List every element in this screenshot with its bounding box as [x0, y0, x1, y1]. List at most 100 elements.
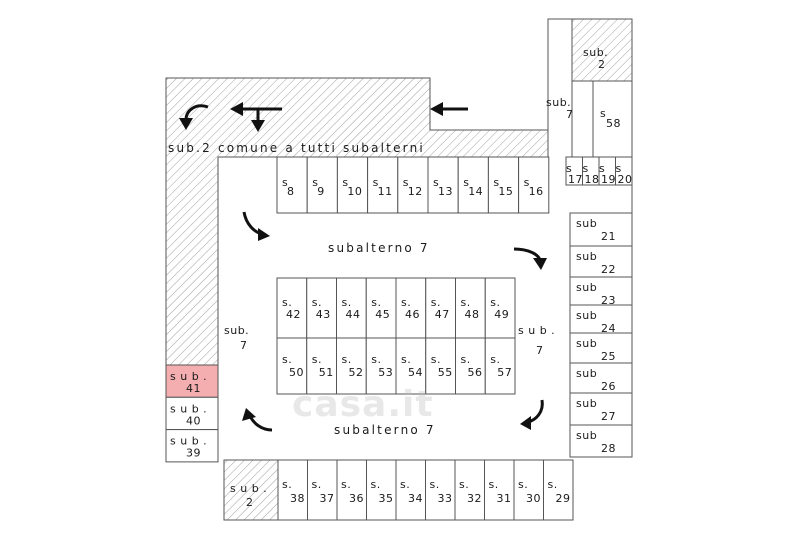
lot-9-number: 9 [317, 185, 325, 198]
lot-11-box [367, 156, 399, 214]
lot-38: s.38 [277, 459, 308, 521]
lot-47: s.47 [425, 277, 456, 339]
lot-23-number: 23 [601, 294, 616, 307]
sub7-top-line2: 7 [566, 108, 574, 121]
lot-27-number: 27 [601, 410, 616, 423]
arrow-left-icon [430, 102, 468, 116]
lot-9-box [306, 156, 338, 214]
area-labels: sub.2 comune a tutti subalterni subalter… [168, 46, 621, 509]
lot-12-prefix: s [403, 176, 409, 189]
lot-42-box [276, 277, 308, 339]
lot-48-number: 48 [465, 308, 480, 321]
lot-47-number: 47 [435, 308, 450, 321]
lot-35: s.35 [366, 459, 397, 521]
lot-12-number: 12 [408, 185, 423, 198]
lot-22-number: 22 [601, 263, 616, 276]
lot-30-prefix: s. [518, 478, 528, 491]
lot-55-prefix: s. [431, 353, 441, 366]
lot-35-number: 35 [379, 492, 394, 505]
lot-39-prefix: s u b . [170, 435, 207, 448]
lot-8-box [276, 156, 308, 214]
lot-14-prefix: s [463, 176, 469, 189]
lot-13-box [427, 156, 459, 214]
lot-27-box [569, 392, 633, 426]
lot-43: s.43 [306, 277, 337, 339]
lot-18-prefix: s [583, 162, 589, 175]
lot-8-prefix: s [282, 176, 288, 189]
lot-22-box [569, 245, 633, 278]
lot-42: s.42 [276, 277, 308, 339]
lot-34-number: 34 [408, 492, 423, 505]
lot-15: s15 [487, 156, 520, 214]
lot-51-prefix: s. [312, 353, 322, 366]
sub7-top-line1: sub. [546, 96, 571, 109]
lot-48-prefix: s. [461, 296, 471, 309]
lot-50-prefix: s. [282, 353, 292, 366]
lot-19-prefix: s [599, 162, 605, 175]
sub7-right-line1: s u b . [518, 324, 555, 337]
lot-31-number: 31 [497, 492, 512, 505]
lot-36-box [336, 459, 367, 521]
lot-57-prefix: s. [490, 353, 500, 366]
lot-29-number: 29 [556, 492, 571, 505]
lot-49-number: 49 [494, 308, 509, 321]
lot-55-box [425, 337, 456, 395]
lot-42-prefix: s. [282, 296, 292, 309]
lot-55: s.55 [425, 337, 456, 395]
lot-15-number: 15 [498, 185, 513, 198]
lot-18-number: 18 [585, 173, 600, 186]
lot-22-prefix: sub [576, 250, 597, 263]
arrow-turn-down-icon [230, 102, 282, 132]
lot-10-box [336, 156, 369, 214]
lot-51-number: 51 [319, 366, 334, 379]
lot-51-box [306, 337, 337, 395]
lot-44: s.44 [336, 277, 367, 339]
lot-9-prefix: s [312, 176, 318, 189]
lot-44-prefix: s. [342, 296, 352, 309]
arrow-curve-bottomright-icon [520, 399, 544, 430]
arrow-curve-left-down-icon [179, 104, 209, 130]
lot-54-number: 54 [408, 366, 423, 379]
lot-24-number: 24 [601, 322, 616, 335]
lot-33-prefix: s. [430, 478, 440, 491]
lot-32-number: 32 [467, 492, 482, 505]
lot-53: s.53 [365, 337, 397, 395]
lot-16-number: 16 [529, 185, 544, 198]
lot-40-number: 40 [186, 414, 201, 427]
lot-13-prefix: s [433, 176, 439, 189]
lot-35-prefix: s. [371, 478, 381, 491]
lot-36-prefix: s. [341, 478, 351, 491]
lot-21-box [569, 212, 633, 247]
lot-30-box [513, 459, 544, 521]
lot-52: s.52 [336, 337, 367, 395]
lot-45-prefix: s. [371, 296, 381, 309]
lot-11-number: 11 [378, 185, 393, 198]
lot-54-prefix: s. [401, 353, 411, 366]
lot-29-prefix: s. [548, 478, 558, 491]
lot-38-box [277, 459, 308, 521]
lot-32-prefix: s. [459, 478, 469, 491]
lot-32-box [454, 459, 485, 521]
lot-8-number: 8 [287, 185, 295, 198]
lot-40: s u b .40 [165, 396, 219, 431]
lot-35-box [366, 459, 397, 521]
lot-15-prefix: s [493, 176, 499, 189]
sub7-right-line2: 7 [536, 344, 544, 357]
lot-53-number: 53 [378, 366, 393, 379]
lot-14: s14 [457, 156, 489, 214]
lot-44-number: 44 [346, 308, 361, 321]
lot-43-number: 43 [316, 308, 331, 321]
lot-16-prefix: s [524, 176, 530, 189]
lot-43-box [306, 277, 337, 339]
lot-28-box [569, 424, 633, 458]
lot-45: s.45 [365, 277, 397, 339]
lot-47-box [425, 277, 456, 339]
lot-17: s17 [565, 156, 583, 186]
lot-56-number: 56 [468, 366, 483, 379]
lot-39-number: 39 [186, 447, 201, 460]
lot-57-box [484, 337, 516, 395]
lot-26-prefix: sub [576, 367, 597, 380]
lot-50-number: 50 [289, 366, 304, 379]
